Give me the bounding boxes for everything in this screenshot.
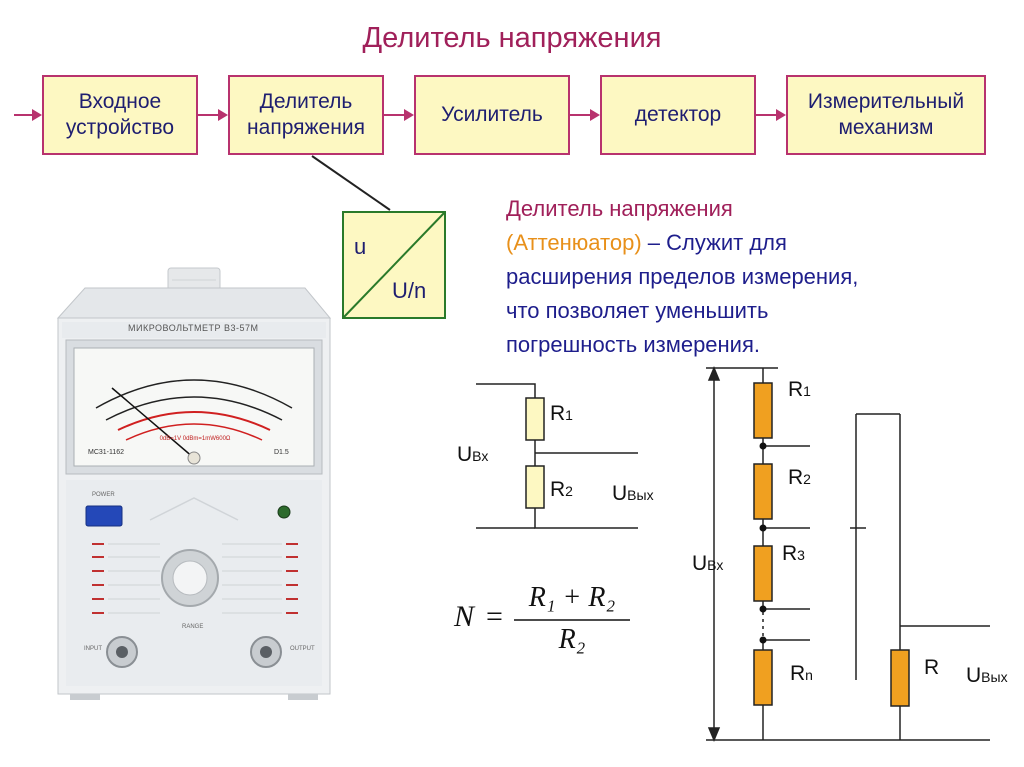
microvoltmeter-device bbox=[56, 267, 332, 700]
block-measuring-mechanism-label: Измерительный механизм bbox=[807, 90, 965, 139]
block-amplifier-label: Усилитель bbox=[441, 103, 543, 126]
divider-inset-box bbox=[342, 211, 446, 319]
inset-un-label: U/n bbox=[392, 278, 427, 303]
block-amplifier: Усилитель bbox=[414, 75, 570, 155]
circuit2-uin-label: UВх bbox=[692, 552, 724, 575]
block-input-device: Входное устройство bbox=[42, 75, 198, 155]
circuit2-uout-label: UВых bbox=[966, 664, 1008, 687]
arrow-1-head bbox=[218, 109, 228, 121]
block-voltage-divider-label: Делитель напряжения bbox=[247, 90, 365, 139]
connector-line bbox=[311, 155, 391, 211]
device-model-right: D1.5 bbox=[274, 449, 289, 456]
description-line-1: Делитель напряжения bbox=[506, 196, 733, 221]
block-detector-label: детектор bbox=[634, 103, 722, 126]
circuit1-uin-label: UВх bbox=[457, 443, 489, 466]
device-output-label: OUTPUT bbox=[290, 646, 315, 652]
description-line-4: что позволяет уменьшить bbox=[506, 298, 769, 323]
circuit2-r1-label: R1 bbox=[788, 378, 811, 401]
arrow-3 bbox=[570, 114, 590, 116]
arrow-2-head bbox=[404, 109, 414, 121]
block-voltage-divider: Делитель напряжения bbox=[228, 75, 384, 155]
page-title: Делитель напряжения bbox=[362, 22, 662, 54]
formula-equals: = bbox=[486, 600, 503, 633]
description-line-3: расширения пределов измерения, bbox=[506, 264, 859, 289]
device-meter-note: 0dB=1V 0dBm=1mW600Ω bbox=[159, 436, 231, 442]
arrow-4 bbox=[756, 114, 776, 116]
formula-numerator: R₁ + R₂ bbox=[528, 582, 616, 613]
device-power-label: POWER bbox=[92, 492, 115, 498]
device-model-left: МС31-1162 bbox=[88, 449, 125, 456]
circuit1-r2-label: R2 bbox=[550, 478, 573, 501]
description-line-2: (Аттенюатор) – Служит для bbox=[506, 230, 787, 255]
formula-denominator: R₂ bbox=[558, 624, 586, 655]
description-text: Делитель напряжения (Аттенюатор) – Служи… bbox=[506, 192, 858, 362]
formula-lhs: N bbox=[454, 600, 475, 633]
arrow-4-head bbox=[776, 109, 786, 121]
input-arrow-head bbox=[32, 109, 42, 121]
circuit2-r-label: R bbox=[924, 656, 940, 679]
block-detector: детектор bbox=[600, 75, 756, 155]
circuit2-rn-label: Rn bbox=[790, 662, 813, 685]
arrow-2 bbox=[384, 114, 404, 116]
arrow-3-head bbox=[590, 109, 600, 121]
circuit2-r2-label: R2 bbox=[788, 466, 811, 489]
inset-u-label: u bbox=[354, 234, 367, 259]
circuit1-r1-label: R1 bbox=[550, 402, 573, 425]
circuit-2 bbox=[706, 366, 990, 742]
circuit-2-junctions bbox=[759, 442, 767, 644]
circuit1-uout-label: UВых bbox=[612, 482, 654, 505]
device-input-label: INPUT bbox=[84, 646, 102, 652]
block-measuring-mechanism: Измерительный механизм bbox=[786, 75, 986, 155]
arrow-1 bbox=[198, 114, 218, 116]
input-arrow bbox=[14, 114, 32, 116]
description-line-5: погрешность измерения. bbox=[506, 332, 760, 357]
block-input-device-label: Входное устройство bbox=[65, 90, 175, 139]
device-brand-label: МИКРОВОЛЬТМЕТР В3-57М bbox=[128, 323, 259, 333]
circuit-1 bbox=[476, 383, 638, 529]
device-range-label: RANGE bbox=[182, 624, 204, 630]
circuit2-r3-label: R3 bbox=[782, 542, 805, 565]
